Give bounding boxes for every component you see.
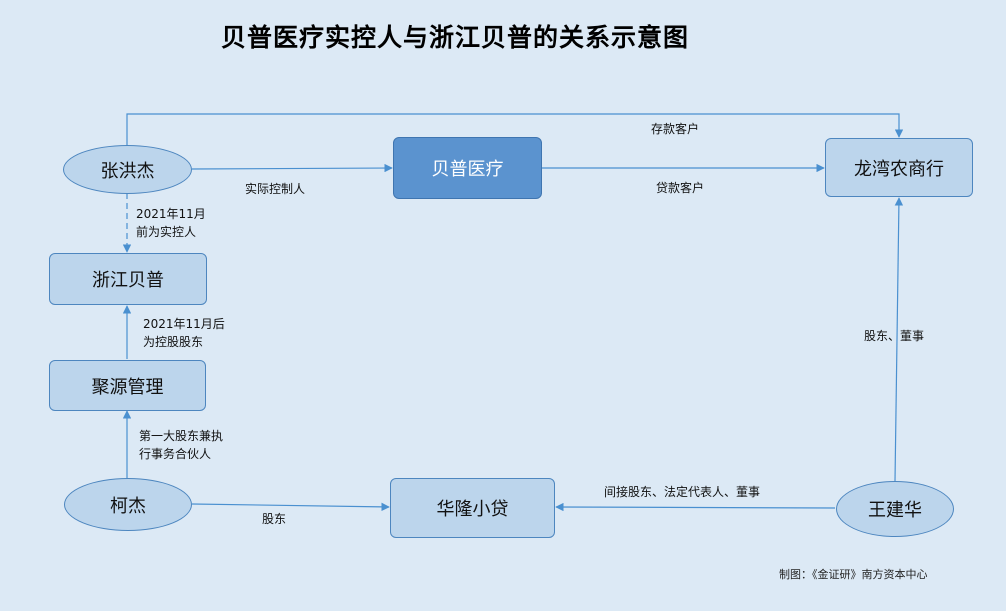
edge-label-loan: 贷款客户 <box>656 181 705 195</box>
diagram-title: 贝普医疗实控人与浙江贝普的关系示意图 <box>220 23 689 52</box>
node-zhang-hongjie: 张洪杰 <box>63 145 192 194</box>
node-juyuan-management-label: 聚源管理 <box>91 376 164 398</box>
edge-label-after-2021-line1: 2021年11月后 <box>143 317 225 331</box>
credit-text: 制图：《金证研》南方资本中心 <box>779 568 928 581</box>
node-juyuan-management: 聚源管理 <box>49 360 206 411</box>
node-hualong-microloan-label: 华隆小贷 <box>436 499 509 520</box>
edge-shareholder-line <box>191 502 390 512</box>
node-longwan-bank: 龙湾农商行 <box>825 138 973 197</box>
node-kejie: 柯杰 <box>64 478 192 531</box>
edge-label-shareholder-director: 股东、董事 <box>864 329 925 343</box>
node-wang-jianhua-label: 王建华 <box>868 500 922 521</box>
edge-label-before-2021-line1: 2021年11月 <box>136 207 206 221</box>
edge-indirect-line <box>555 502 836 512</box>
node-zhang-hongjie-label: 张洪杰 <box>100 160 155 182</box>
edge-label-after-2021-line2: 为控股股东 <box>143 335 204 349</box>
edge-shareholder-director-line <box>894 197 904 482</box>
edge-deposit-line <box>126 113 904 145</box>
edge-label-first-shareholder-line1: 第一大股东兼执 <box>139 429 224 443</box>
edge-label-first-shareholder: 第一大股东兼执 行事务合伙人 <box>139 427 223 463</box>
node-kejie-label: 柯杰 <box>110 495 146 517</box>
node-wang-jianhua: 王建华 <box>836 481 954 537</box>
edge-label-after-2021: 2021年11月后 为控股股东 <box>143 315 225 351</box>
edge-label-actual-control: 实际控制人 <box>245 182 306 196</box>
node-hualong-microloan: 华隆小贷 <box>390 478 555 538</box>
edge-label-deposit: 存款客户 <box>651 122 700 136</box>
node-zhejiang-beipu-label: 浙江贝普 <box>92 270 164 291</box>
edge-label-first-shareholder-line2: 行事务合伙人 <box>139 447 212 461</box>
node-beipu-medical: 贝普医疗 <box>393 137 542 199</box>
edge-label-before-2021: 2021年11月 前为实控人 <box>136 205 206 241</box>
node-zhejiang-beipu: 浙江贝普 <box>49 253 207 305</box>
edge-label-indirect: 间接股东、法定代表人、董事 <box>604 485 761 499</box>
edge-label-shareholder: 股东 <box>262 512 287 526</box>
edge-actual-control-line <box>191 163 393 173</box>
node-beipu-medical-label: 贝普医疗 <box>431 159 504 180</box>
edge-label-before-2021-line2: 前为实控人 <box>136 225 197 239</box>
node-longwan-bank-label: 龙湾农商行 <box>854 158 944 180</box>
